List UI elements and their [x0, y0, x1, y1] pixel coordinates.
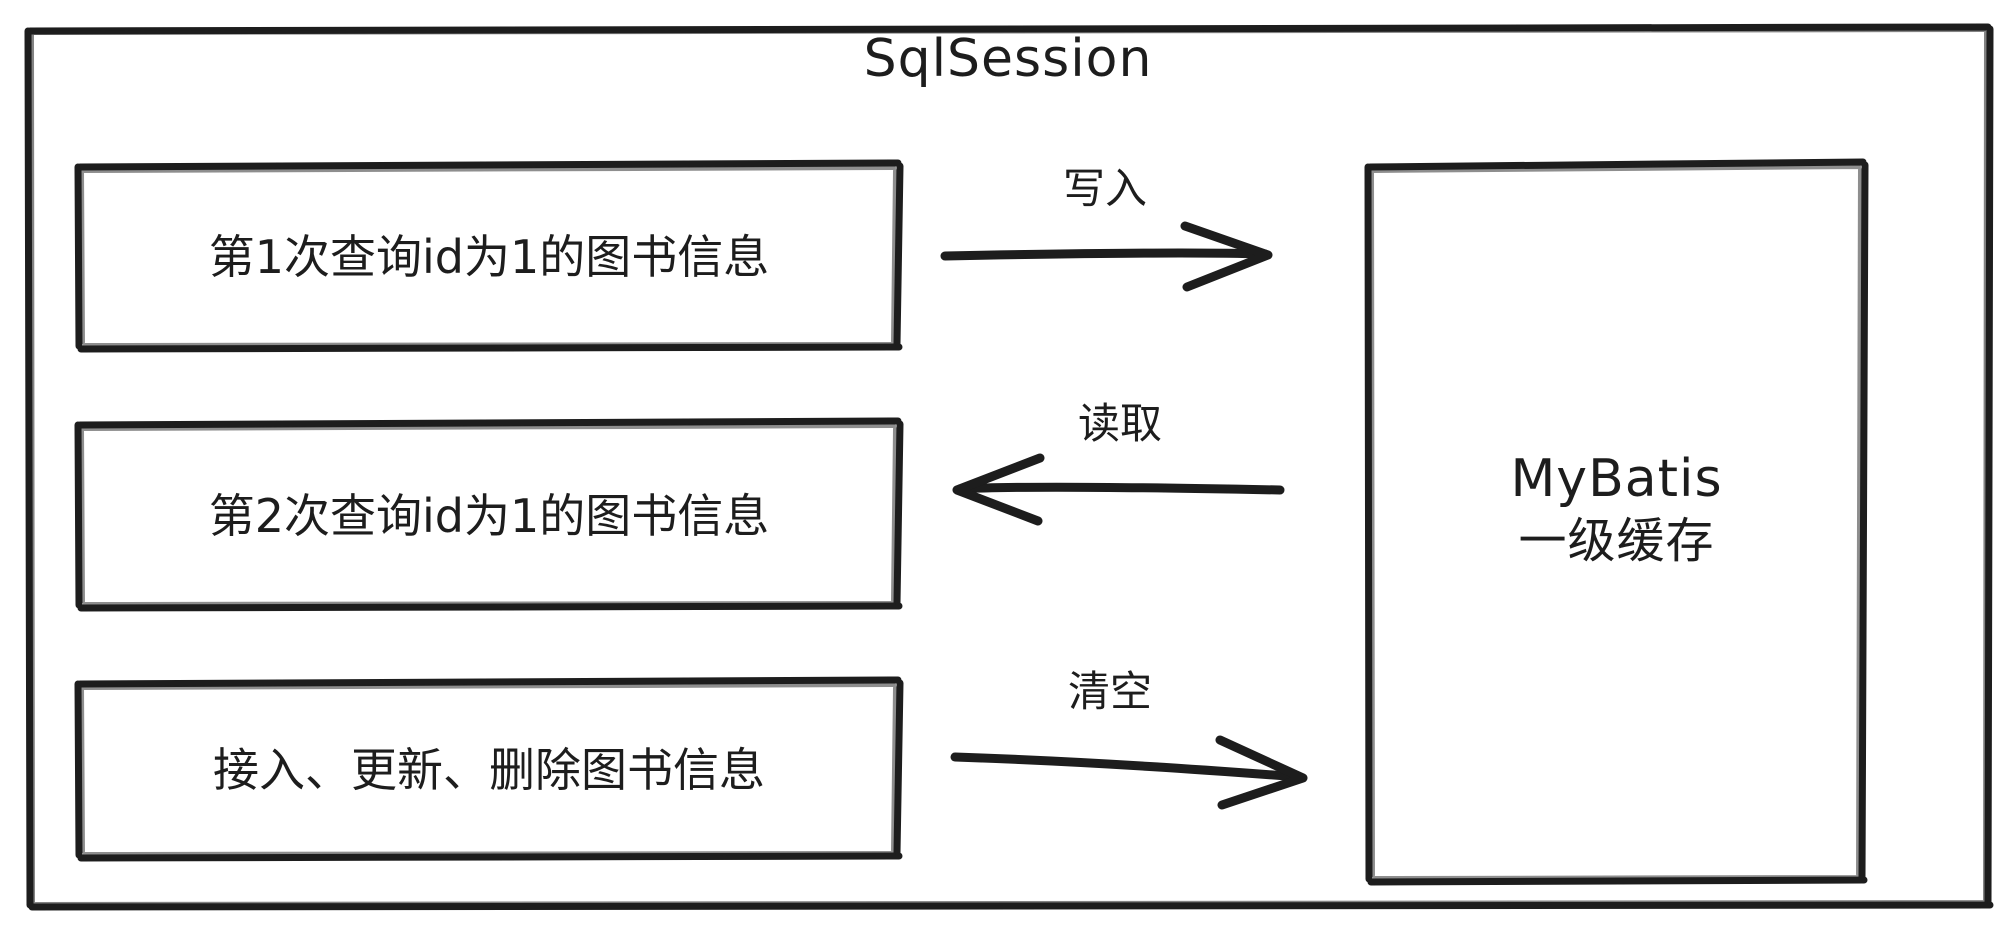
- mutation-box-stroke: [74, 676, 904, 862]
- sqlsession-frame-jitter: [30, 28, 1988, 906]
- cache-box-jitter: [1370, 165, 1862, 880]
- clear-arrow-label: 清空: [1067, 667, 1152, 716]
- second-query-label: 第2次查询id为1的图书信息: [208, 489, 770, 543]
- write-arrow-shaft: [940, 248, 1270, 261]
- mutation-label: 接入、更新、删除图书信息: [213, 743, 765, 797]
- read-arrow-label: 读取: [1077, 399, 1162, 448]
- write-arrow-label: 写入: [1062, 164, 1147, 213]
- first-query-box-jitter: [80, 166, 897, 347]
- cache-box-stroke: [1364, 158, 1869, 886]
- first-query-label: 第1次查询id为1的图书信息: [208, 230, 770, 284]
- mutation-box-jitter: [80, 683, 897, 856]
- cache-box-subtitle: 一级缓存: [1518, 513, 1715, 569]
- cache-box-title: MyBatis: [1510, 449, 1723, 509]
- read-arrow-shaft: [955, 482, 1285, 495]
- write-arrow-head: [1180, 221, 1273, 292]
- read-arrow-head: [952, 453, 1045, 526]
- second-query-box-stroke: [74, 417, 904, 612]
- page-title: SqlSession: [863, 29, 1153, 89]
- clear-arrow-head: [1215, 735, 1308, 810]
- second-query-box-jitter: [80, 424, 897, 606]
- first-query-box-stroke: [74, 159, 904, 353]
- clear-arrow-shaft: [950, 752, 1305, 782]
- sqlsession-frame: [24, 23, 1994, 911]
